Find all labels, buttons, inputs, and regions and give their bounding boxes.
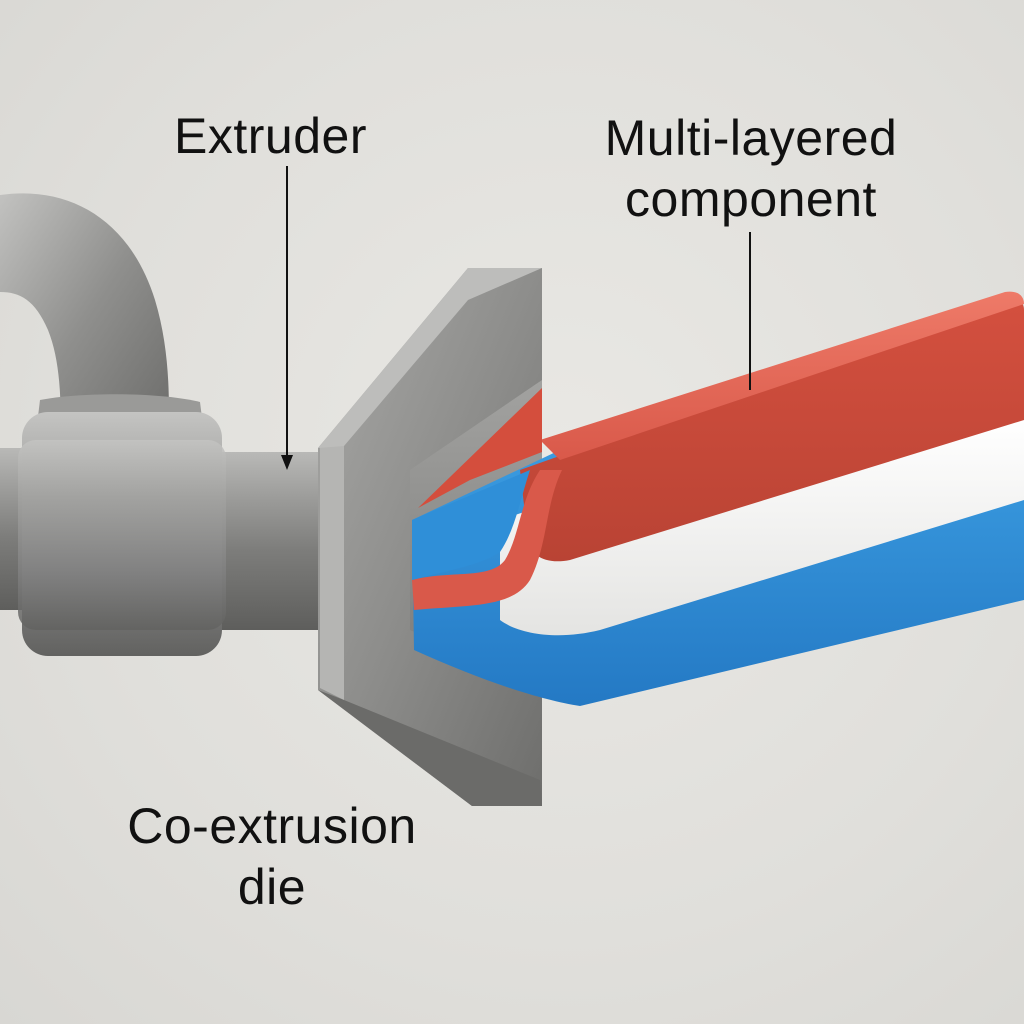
label-coextrusion-die: Co-extrusion die (102, 796, 442, 918)
layer-red-top (540, 291, 1024, 460)
label-multi-layered-component: Multi-layered component (576, 108, 926, 230)
layer-red-inner-fold (412, 470, 562, 610)
die-top-bevel (318, 268, 542, 448)
label-die-line1: Co-extrusion (127, 798, 417, 854)
layer-white (500, 420, 1024, 636)
die-bottom-bevel (318, 690, 542, 806)
extruder-elbow-pipe (0, 193, 169, 451)
die-blue-wedge (412, 470, 530, 580)
layer-red (520, 298, 1024, 562)
extruder-coupling-band (18, 440, 226, 630)
label-component-line1: Multi-layered (604, 110, 898, 166)
label-component-line2: component (625, 171, 877, 227)
label-extruder: Extruder (174, 106, 367, 167)
extruder-leader-arrow (281, 455, 293, 470)
die-front-face (320, 420, 344, 700)
die-red-wedge (418, 388, 542, 508)
label-die-line2: die (237, 859, 307, 915)
label-extruder-text: Extruder (174, 108, 367, 164)
